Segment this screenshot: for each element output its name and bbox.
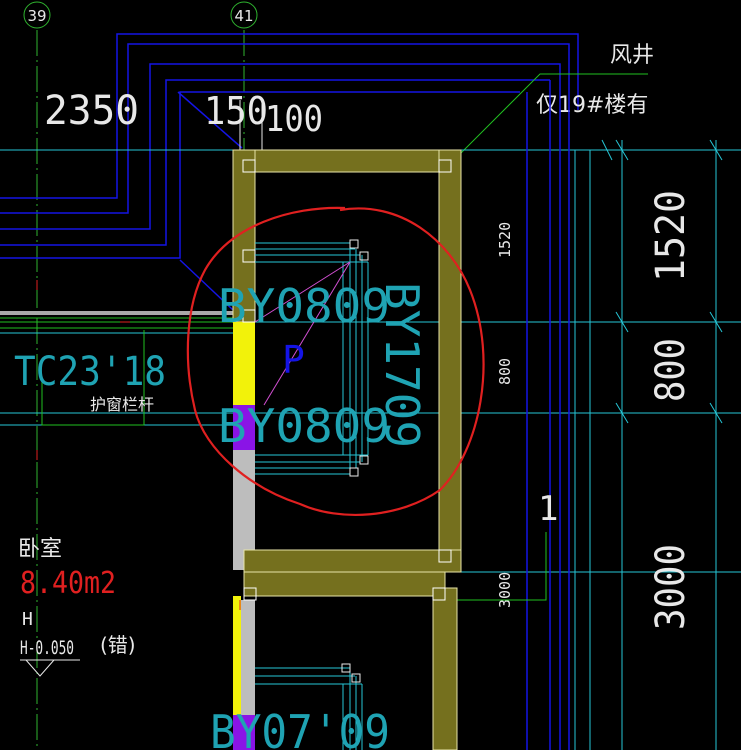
dim-ticks	[601, 139, 723, 424]
dim-2350: 2350	[44, 88, 139, 134]
yellow-column-lower	[233, 596, 241, 750]
leader-line-shaft	[453, 73, 648, 161]
red-markup-circle	[186, 206, 485, 516]
outer-dim-800: 800	[648, 338, 694, 402]
right-vertical-lines-blue	[526, 80, 570, 750]
olive-wall-group	[232, 149, 462, 750]
room-area: 8.40m2	[20, 566, 116, 601]
window-by-bottom-label: BY07'09	[210, 705, 390, 750]
yellow-fill-block	[233, 322, 255, 406]
opening-lines	[254, 261, 351, 406]
inner-dim-1520: 1520	[496, 222, 514, 258]
outer-dim-3000: 3000	[648, 544, 694, 630]
outer-dim-1520: 1520	[648, 190, 694, 282]
purple-fill-block	[233, 405, 255, 450]
axis-bubble-39	[23, 1, 51, 29]
right-vertical-lines	[574, 140, 717, 750]
window-by-vertical-label: BY1709	[375, 282, 429, 448]
index-label-1: 1	[538, 489, 558, 529]
room-height-value: H-0.050	[20, 637, 74, 659]
room-height-label: H	[22, 609, 33, 630]
elevation-marker	[20, 659, 80, 677]
axis-label-41: 41	[234, 7, 253, 25]
p-label: P	[282, 338, 305, 382]
purple-fill-bottom	[233, 715, 255, 750]
window-by-lower-label: BY0809	[218, 399, 390, 453]
inner-dim-3000: 3000	[496, 572, 514, 608]
window-corner-boxes	[341, 239, 369, 683]
inner-dim-800: 800	[496, 358, 514, 385]
dim-100: 100	[265, 99, 323, 140]
shaft-label: 风井	[610, 43, 654, 68]
room-note: (错)	[100, 633, 136, 657]
floor-note-label: 仅19#楼有	[536, 93, 648, 118]
window-by-upper-label: BY0809	[218, 279, 390, 333]
guard-rail-label: 护窗栏杆	[90, 395, 154, 414]
room-name: 卧室	[18, 537, 62, 562]
corner-boxes	[242, 159, 452, 601]
window-tc-label: TC23'18	[14, 349, 166, 395]
blue-outline-lines	[0, 33, 579, 311]
red-center-dashes	[36, 280, 241, 610]
axis-bubble-41	[230, 1, 258, 29]
window-frame-lines	[255, 242, 369, 750]
dim-150: 150	[204, 89, 268, 133]
axis-label-39: 39	[27, 7, 46, 25]
